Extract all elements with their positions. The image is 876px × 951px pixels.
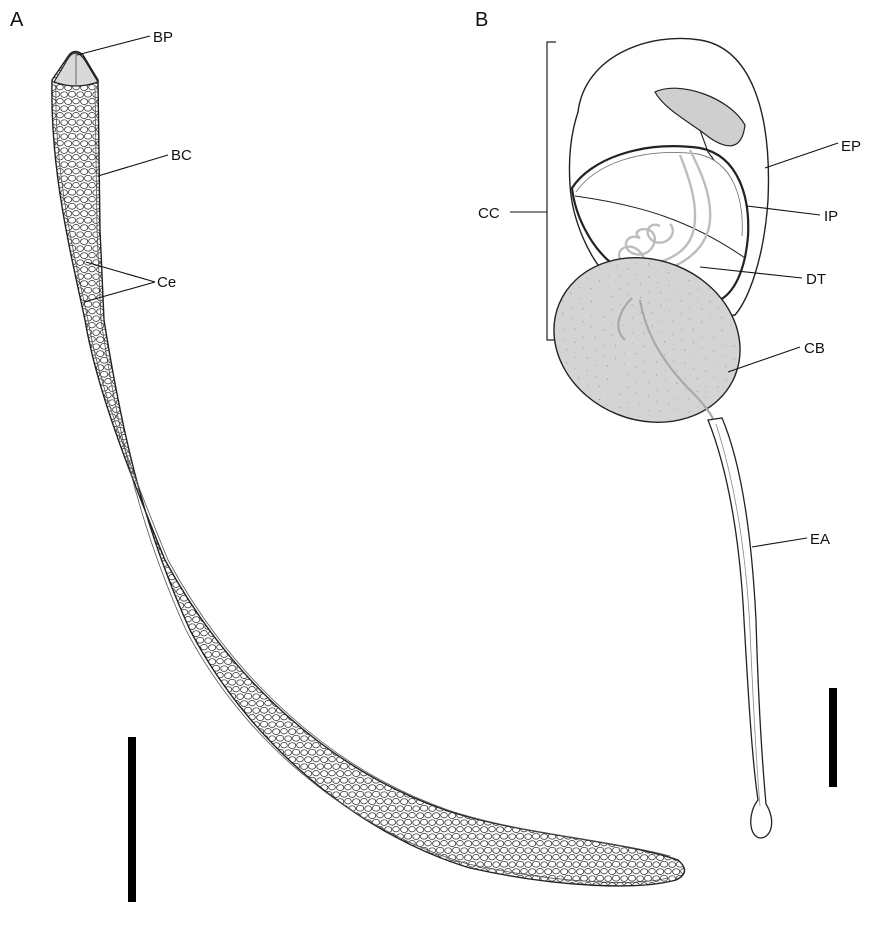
panel-b-letter: B: [475, 9, 488, 31]
label-cb: CB: [804, 340, 825, 357]
bc-leader: [98, 155, 168, 176]
label-ce: Ce: [157, 274, 176, 291]
label-bc: BC: [171, 147, 192, 164]
panel-b: B CC: [475, 9, 861, 838]
label-cc: CC: [478, 205, 500, 222]
bp-leader: [77, 36, 150, 55]
label-bp: BP: [153, 29, 173, 46]
scale-bar-a: [128, 737, 136, 902]
label-ip: IP: [824, 208, 838, 225]
label-ea: EA: [810, 531, 830, 548]
label-ep: EP: [841, 138, 861, 155]
scale-bar-b: [829, 688, 837, 787]
label-dt: DT: [806, 271, 826, 288]
panel-a-letter: A: [10, 9, 24, 31]
ea-leader: [752, 538, 807, 547]
excretory-appendage: [708, 418, 772, 838]
ep-leader: [765, 143, 838, 168]
cc-bracket: [547, 42, 556, 340]
